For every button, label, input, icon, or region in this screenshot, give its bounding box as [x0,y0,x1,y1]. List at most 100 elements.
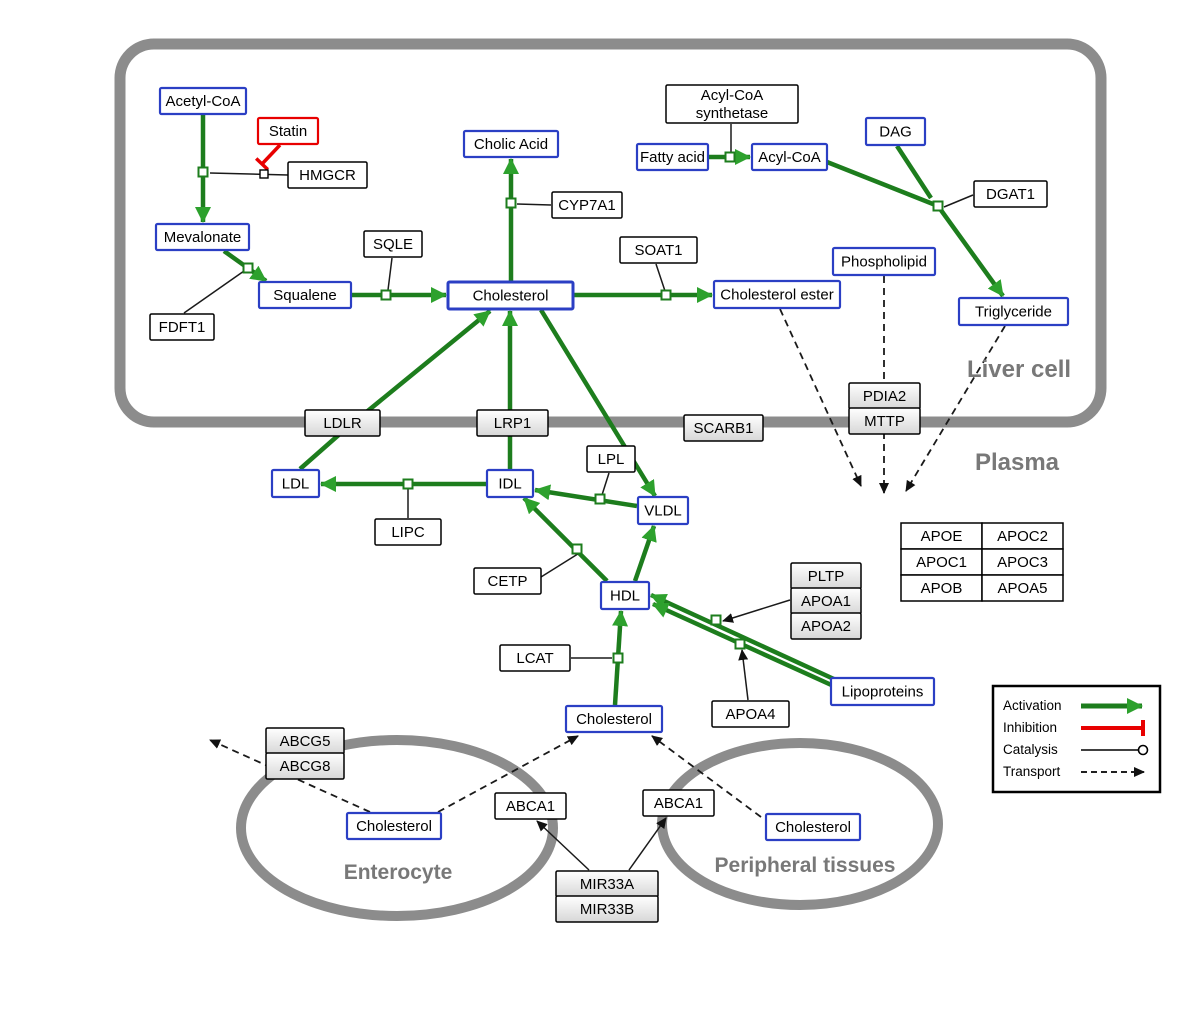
node-box-mir33b[interactable] [555,895,659,923]
node-box-cholic-acid[interactable] [462,129,560,159]
apo-cell-box-APOC3[interactable] [981,548,1064,576]
node-abca1-peripheral[interactable]: ABCA1 [642,789,715,817]
node-sqle[interactable]: SQLE [363,230,423,258]
node-apoa2[interactable]: APOA2 [790,612,862,640]
node-cholic-acid[interactable]: Cholic Acid [462,129,560,159]
node-box-cholesterol-liver[interactable] [446,280,575,311]
node-fatty-acid[interactable]: Fatty acid [635,142,710,172]
node-mir33a[interactable]: MIR33A [555,870,659,898]
node-squalene[interactable]: Squalene [257,280,353,310]
node-cholesterol-ester[interactable]: Cholesterol ester [712,279,842,310]
node-box-ldlr[interactable] [304,409,381,437]
node-hdl[interactable]: HDL [599,580,651,611]
node-acyl-coa[interactable]: Acyl-CoA [750,142,829,172]
apo-cell-box-APOE[interactable] [900,522,983,550]
apo-cell-APOC2[interactable]: APOC2 [981,522,1064,550]
apo-cell-APOE[interactable]: APOE [900,522,983,550]
apo-cell-APOC3[interactable]: APOC3 [981,548,1064,576]
node-box-acetyl-coa[interactable] [158,86,248,116]
node-box-phospholipid[interactable] [831,246,937,277]
node-hmgcr[interactable]: HMGCR [287,161,368,189]
node-phospholipid[interactable]: Phospholipid [831,246,937,277]
node-abcg8[interactable]: ABCG8 [265,752,345,780]
apo-cell-APOA5[interactable]: APOA5 [981,574,1064,602]
node-box-cyp7a1[interactable] [551,191,623,219]
node-lpl[interactable]: LPL [586,445,636,473]
node-box-triglyceride[interactable] [957,296,1070,327]
node-lrp1[interactable]: LRP1 [476,409,549,437]
node-lcat[interactable]: LCAT [499,644,571,672]
node-box-cetp[interactable] [473,567,542,595]
apo-cell-APOC1[interactable]: APOC1 [900,548,983,576]
node-box-lcat[interactable] [499,644,571,672]
node-box-lpl[interactable] [586,445,636,473]
node-cetp[interactable]: CETP [473,567,542,595]
node-box-hdl[interactable] [599,580,651,611]
node-fdft1[interactable]: FDFT1 [149,313,215,341]
node-box-statin[interactable] [256,116,320,146]
node-ldlr[interactable]: LDLR [304,409,381,437]
node-cholesterol-enterocyte[interactable]: Cholesterol [345,811,443,841]
node-apoa4[interactable]: APOA4 [711,700,790,728]
reaction-node [932,200,944,212]
node-scarb1[interactable]: SCARB1 [683,414,764,442]
node-mttp[interactable]: MTTP [848,407,921,435]
node-box-acyl-coa-synthetase[interactable] [665,84,799,124]
node-lipoproteins[interactable]: Lipoproteins [829,676,936,707]
node-box-ldl[interactable] [270,468,321,499]
node-acetyl-coa[interactable]: Acetyl-CoA [158,86,248,116]
node-box-cholesterol-plasma[interactable] [564,704,664,734]
node-triglyceride[interactable]: Triglyceride [957,296,1070,327]
node-dgat1[interactable]: DGAT1 [973,180,1048,208]
node-box-vldl[interactable] [636,495,690,526]
apo-cell-APOB[interactable]: APOB [900,574,983,602]
node-box-soat1[interactable] [619,236,698,264]
node-cholesterol-liver[interactable]: Cholesterol [446,280,575,311]
node-label-dgat1: DGAT1 [986,186,1035,203]
node-cyp7a1[interactable]: CYP7A1 [551,191,623,219]
legend-label-inhibition: Inhibition [1003,720,1057,735]
node-mevalonate[interactable]: Mevalonate [154,222,251,252]
node-pltp[interactable]: PLTP [790,562,862,590]
node-box-lrp1[interactable] [476,409,549,437]
node-box-cholesterol-peripheral[interactable] [764,812,862,842]
node-label-cholesterol-plasma: Cholesterol [576,711,652,728]
node-box-idl[interactable] [485,468,535,499]
node-idl[interactable]: IDL [485,468,535,499]
node-statin[interactable]: Statin [256,116,320,146]
node-box-fatty-acid[interactable] [635,142,710,172]
node-cholesterol-peripheral[interactable]: Cholesterol [764,812,862,842]
node-box-lipc[interactable] [374,518,442,546]
node-box-acyl-coa[interactable] [750,142,829,172]
node-box-apoa2[interactable] [790,612,862,640]
node-lipc[interactable]: LIPC [374,518,442,546]
node-box-scarb1[interactable] [683,414,764,442]
node-box-dgat1[interactable] [973,180,1048,208]
node-box-dag[interactable] [864,116,927,147]
node-vldl[interactable]: VLDL [636,495,690,526]
node-box-sqle[interactable] [363,230,423,258]
node-cholesterol-plasma[interactable]: Cholesterol [564,704,664,734]
node-box-mttp[interactable] [848,407,921,435]
node-ldl[interactable]: LDL [270,468,321,499]
node-box-mevalonate[interactable] [154,222,251,252]
node-abcg5[interactable]: ABCG5 [265,727,345,755]
node-box-abca1-peripheral[interactable] [642,789,715,817]
node-box-squalene[interactable] [257,280,353,310]
node-pdia2[interactable]: PDIA2 [848,382,921,410]
node-box-hmgcr[interactable] [287,161,368,189]
node-box-cholesterol-ester[interactable] [712,279,842,310]
node-box-apoa4[interactable] [711,700,790,728]
node-soat1[interactable]: SOAT1 [619,236,698,264]
node-box-lipoproteins[interactable] [829,676,936,707]
node-box-abca1-enterocyte[interactable] [494,792,567,820]
node-mir33b[interactable]: MIR33B [555,895,659,923]
node-box-cholesterol-enterocyte[interactable] [345,811,443,841]
node-abca1-enterocyte[interactable]: ABCA1 [494,792,567,820]
node-box-fdft1[interactable] [149,313,215,341]
apo-cell-box-APOA5[interactable] [981,574,1064,602]
node-dag[interactable]: DAG [864,116,927,147]
node-box-abcg8[interactable] [265,752,345,780]
node-apoa1[interactable]: APOA1 [790,587,862,615]
